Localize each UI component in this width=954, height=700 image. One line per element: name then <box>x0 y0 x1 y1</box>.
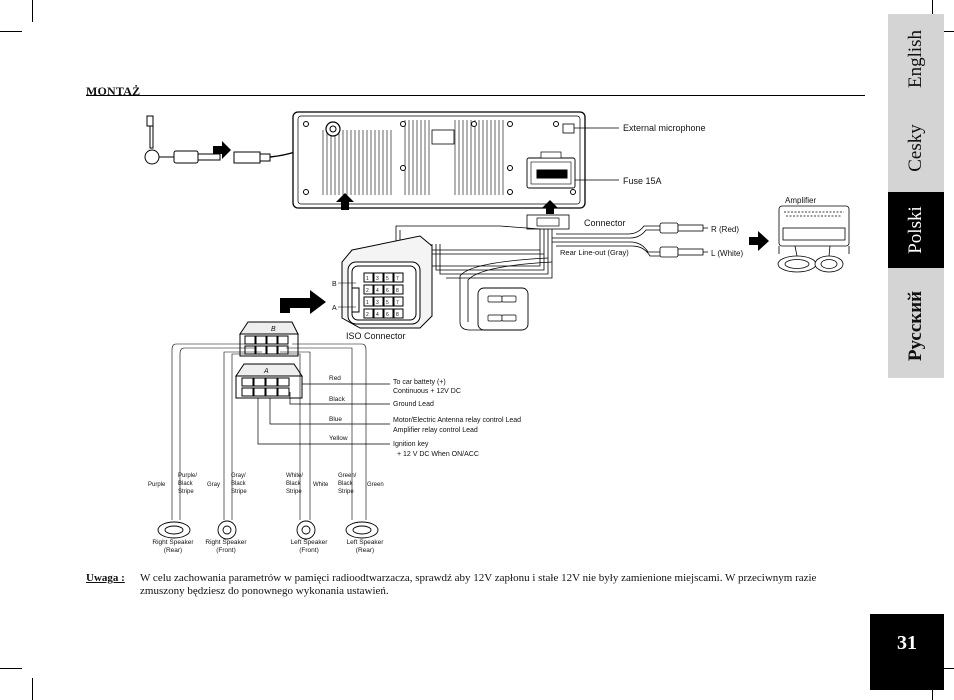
note-label: Uwaga : <box>86 572 125 584</box>
svg-text:To car battety (+): To car battety (+) <box>393 379 446 386</box>
svg-text:Stripe: Stripe <box>178 489 194 495</box>
plug-a-letter: A <box>263 368 269 375</box>
svg-text:Amplifier relay control Lead: Amplifier relay control Lead <box>393 427 478 434</box>
svg-text:Gray/: Gray/ <box>231 473 246 479</box>
svg-text:Red: Red <box>329 375 341 382</box>
arrow-icon <box>749 231 769 251</box>
page-number: 31 <box>870 614 944 690</box>
svg-text:(Rear): (Rear) <box>164 547 182 554</box>
svg-text:Green/: Green/ <box>338 473 357 479</box>
arrow-icon <box>213 141 231 159</box>
svg-text:(Rear): (Rear) <box>356 547 374 554</box>
r-red-label: R (Red) <box>711 225 739 234</box>
svg-text:Stripe: Stripe <box>286 489 302 495</box>
svg-text:Ground Lead: Ground Lead <box>393 401 434 408</box>
svg-text:White/: White/ <box>286 473 303 479</box>
svg-text:Black: Black <box>231 481 247 487</box>
crop-mark <box>932 0 933 22</box>
connector-block <box>526 214 570 230</box>
svg-text:Black: Black <box>286 481 302 487</box>
amplifier-icon <box>777 205 850 273</box>
amplifier-label: Amplifier <box>785 196 816 205</box>
section-title: MONTAŻ <box>86 84 141 98</box>
svg-text:Motor/Electric Antenna relay c: Motor/Electric Antenna relay control Lea… <box>393 417 521 424</box>
plug-b-letter: B <box>271 326 276 333</box>
crop-mark <box>0 31 22 32</box>
rca-plugs <box>659 222 708 258</box>
note-text: W celu zachowania parametrów w pamięci r… <box>140 572 817 597</box>
svg-text:Green: Green <box>367 482 384 488</box>
tab-polski[interactable]: Polski <box>888 192 944 268</box>
crop-mark <box>0 668 22 669</box>
crop-mark <box>32 678 33 700</box>
svg-text:+ 12 V DC When ON/ACC: + 12 V DC When ON/ACC <box>397 451 479 458</box>
svg-text:Left Speaker: Left Speaker <box>347 539 385 546</box>
svg-text:Gray: Gray <box>207 482 220 488</box>
svg-text:6: 6 <box>386 288 389 294</box>
arrow-icon <box>336 193 354 210</box>
svg-text:7: 7 <box>396 300 399 306</box>
svg-text:1: 1 <box>366 300 369 306</box>
svg-text:Right Speaker: Right Speaker <box>152 539 194 546</box>
svg-text:5: 5 <box>386 276 389 282</box>
fuse-label: Fuse 15A <box>623 176 662 186</box>
svg-text:White: White <box>313 482 329 488</box>
svg-text:Purple/: Purple/ <box>178 473 197 479</box>
crop-mark <box>32 0 33 22</box>
svg-text:5: 5 <box>386 300 389 306</box>
l-white-label: L (White) <box>711 249 743 258</box>
svg-text:3: 3 <box>376 300 379 306</box>
plug-a <box>235 363 303 399</box>
svg-text:Purple: Purple <box>148 482 166 488</box>
iso-connector <box>341 235 433 329</box>
svg-text:Yellow: Yellow <box>329 435 348 442</box>
svg-text:Black: Black <box>329 396 346 403</box>
svg-text:Black: Black <box>338 481 354 487</box>
svg-text:4: 4 <box>376 288 379 294</box>
svg-text:8: 8 <box>396 288 399 294</box>
title-rule <box>86 95 865 96</box>
svg-text:7: 7 <box>396 276 399 282</box>
svg-text:Black: Black <box>178 481 194 487</box>
plug-b <box>239 321 299 357</box>
svg-text:8: 8 <box>396 312 399 318</box>
arrow-icon <box>542 200 558 214</box>
svg-text:6: 6 <box>386 312 389 318</box>
speaker-icons <box>157 520 379 540</box>
connector-label: Connector <box>584 218 626 228</box>
rear-line-out-label: Rear Line-out (Gray) <box>560 248 629 257</box>
svg-text:(Front): (Front) <box>216 547 236 554</box>
svg-text:2: 2 <box>366 312 369 318</box>
external-microphone-label: External microphone <box>623 123 706 133</box>
svg-text:Left Speaker: Left Speaker <box>291 539 329 546</box>
head-unit-rear <box>292 111 586 209</box>
svg-text:Ignition key: Ignition key <box>393 441 429 448</box>
rca-inline-box <box>477 287 529 331</box>
svg-text:1: 1 <box>366 276 369 282</box>
svg-text:(Front): (Front) <box>299 547 319 554</box>
arrow-icon <box>280 290 326 314</box>
svg-text:4: 4 <box>376 312 379 318</box>
antenna-plug <box>144 115 333 165</box>
svg-text:Right Speaker: Right Speaker <box>205 539 247 546</box>
svg-text:2: 2 <box>366 288 369 294</box>
iso-a-label: A <box>332 305 337 312</box>
svg-text:Continuous + 12V DC: Continuous + 12V DC <box>393 388 461 395</box>
iso-connector-label: ISO Connector <box>346 331 406 341</box>
svg-text:3: 3 <box>376 276 379 282</box>
iso-b-label: B <box>332 281 337 288</box>
svg-text:Blue: Blue <box>329 416 342 423</box>
svg-text:Stripe: Stripe <box>231 489 247 495</box>
svg-text:Stripe: Stripe <box>338 489 354 495</box>
